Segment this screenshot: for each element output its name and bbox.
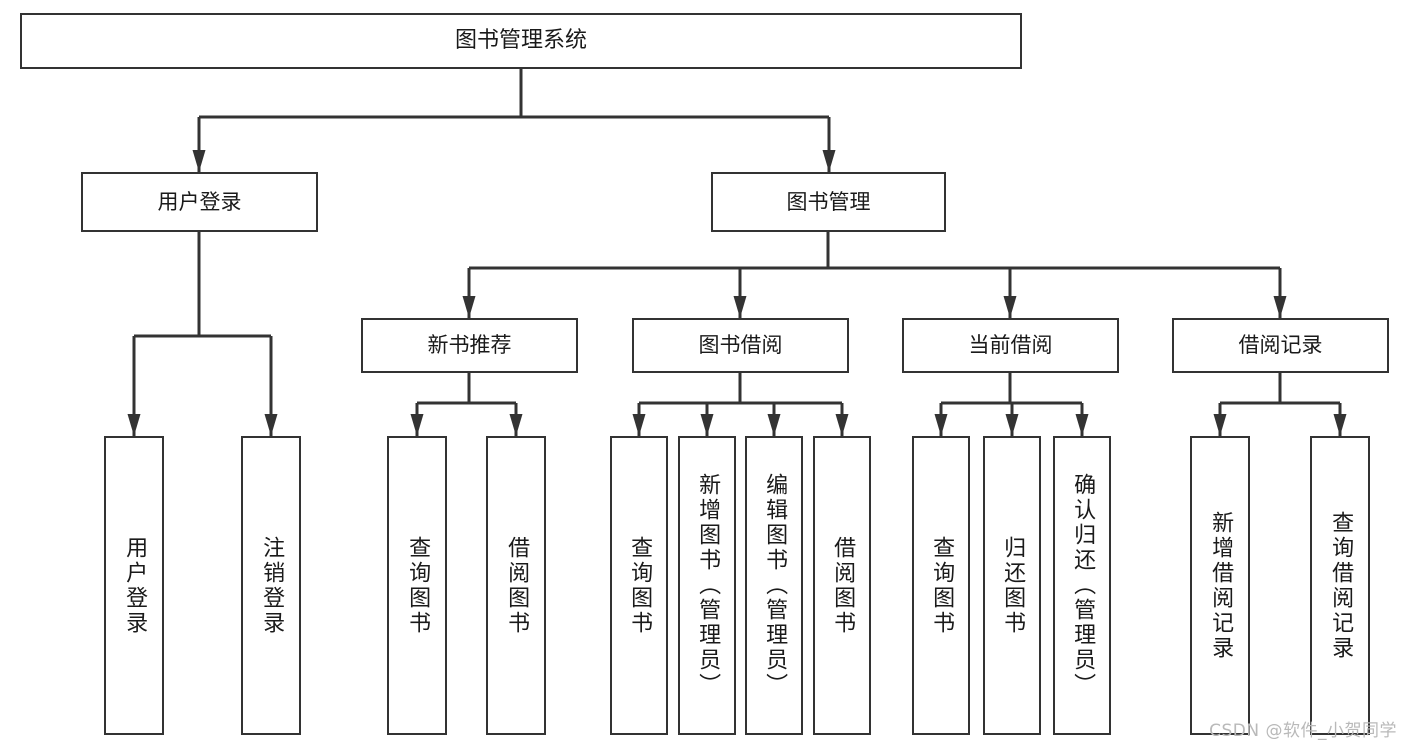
- node-label: 归还图书: [1000, 535, 1026, 636]
- node-leaf-query-book-1[interactable]: 查询图书: [387, 436, 447, 735]
- node-leaf-query-record[interactable]: 查询借阅记录: [1310, 436, 1370, 735]
- node-label: 用户登录: [122, 535, 148, 636]
- node-label: 新书推荐: [427, 333, 512, 358]
- node-label: 图书管理: [786, 189, 871, 214]
- node-leaf-borrow-book-1[interactable]: 借阅图书: [486, 436, 546, 735]
- node-leaf-add-record[interactable]: 新增借阅记录: [1190, 436, 1250, 735]
- node-label: 用户登录: [157, 189, 242, 214]
- node-leaf-query-book-3[interactable]: 查询图书: [912, 436, 970, 735]
- node-borrow-record[interactable]: 借阅记录: [1172, 318, 1389, 373]
- node-label: 查询图书: [627, 535, 653, 636]
- node-current-borrow[interactable]: 当前借阅: [902, 318, 1119, 373]
- node-root-system[interactable]: 图书管理系统: [20, 13, 1022, 69]
- node-label: 查询图书: [929, 535, 955, 636]
- node-label: 编辑图书（管理员）: [762, 473, 788, 698]
- node-label: 注销登录: [259, 535, 285, 636]
- node-user-login[interactable]: 用户登录: [81, 172, 318, 232]
- node-leaf-borrow-book-2[interactable]: 借阅图书: [813, 436, 871, 735]
- node-book-manage[interactable]: 图书管理: [711, 172, 946, 232]
- node-leaf-confirm-return[interactable]: 确认归还（管理员）: [1053, 436, 1111, 735]
- node-leaf-logout[interactable]: 注销登录: [241, 436, 301, 735]
- node-label: 确认归还（管理员）: [1070, 473, 1096, 698]
- node-label: 当前借阅: [968, 333, 1053, 358]
- node-label: 借阅图书: [830, 535, 856, 636]
- node-book-borrow[interactable]: 图书借阅: [632, 318, 849, 373]
- node-leaf-add-book[interactable]: 新增图书（管理员）: [678, 436, 736, 735]
- node-label: 新增借阅记录: [1208, 510, 1234, 661]
- node-label: 查询图书: [405, 535, 431, 636]
- node-leaf-return-book[interactable]: 归还图书: [983, 436, 1041, 735]
- node-label: 查询借阅记录: [1328, 510, 1354, 661]
- node-leaf-edit-book[interactable]: 编辑图书（管理员）: [745, 436, 803, 735]
- node-label: 借阅记录: [1238, 333, 1323, 358]
- node-leaf-query-book-2[interactable]: 查询图书: [610, 436, 668, 735]
- node-label: 借阅图书: [504, 535, 530, 636]
- node-leaf-user-login[interactable]: 用户登录: [104, 436, 164, 735]
- watermark-text: CSDN @软件_小贺同学: [1209, 721, 1397, 741]
- node-label: 图书管理系统: [454, 28, 587, 54]
- node-new-book-recommend[interactable]: 新书推荐: [361, 318, 578, 373]
- node-label: 图书借阅: [698, 333, 783, 358]
- node-label: 新增图书（管理员）: [695, 473, 721, 698]
